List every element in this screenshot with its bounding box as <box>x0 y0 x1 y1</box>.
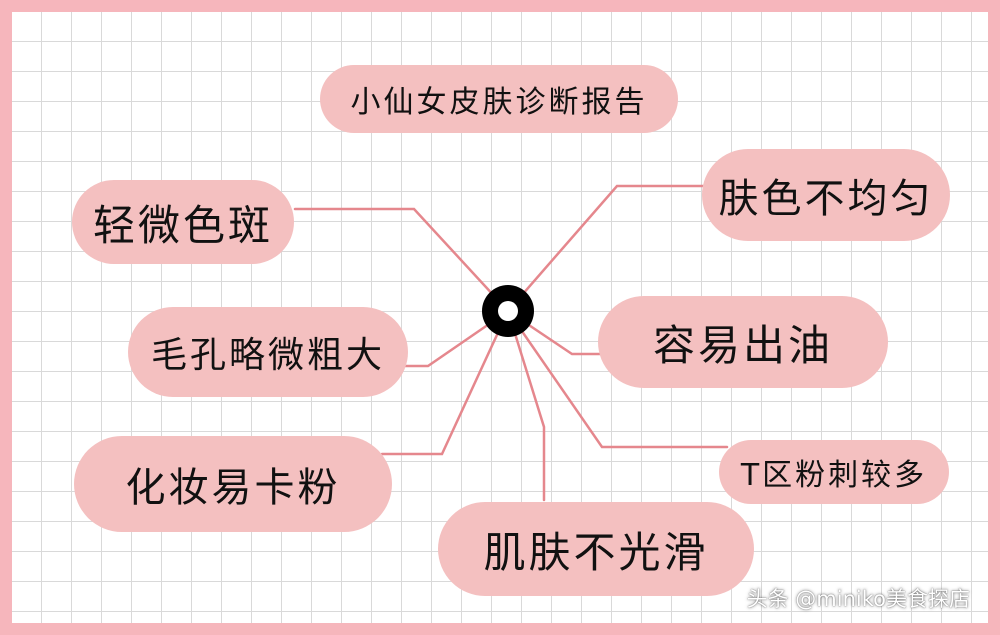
branch-label: 肌肤不光滑 <box>483 527 709 577</box>
title-pill: 小仙女皮肤诊断报告 <box>320 65 678 133</box>
branch-label: T区粉刺较多 <box>740 458 928 493</box>
connector-not-smooth <box>506 309 546 502</box>
center-node <box>482 285 534 337</box>
branch-makeup-cakey: 化妆易卡粉 <box>74 436 392 532</box>
connector-uneven-tone <box>506 184 709 313</box>
branch-oily: 容易出油 <box>598 296 888 388</box>
connector-enlarged-pores <box>403 309 510 368</box>
diagram-canvas: 小仙女皮肤诊断报告 轻微色斑 毛孔略微粗大 化妆易卡粉 肤色不均匀 容易出油 T… <box>12 12 988 623</box>
branch-enlarged-pores: 毛孔略微粗大 <box>128 307 408 397</box>
branch-t-zone-acne: T区粉刺较多 <box>719 440 949 504</box>
diagram-title: 小仙女皮肤诊断报告 <box>350 85 648 120</box>
branch-not-smooth: 肌肤不光滑 <box>438 502 754 596</box>
branch-light-spots: 轻微色斑 <box>72 180 294 264</box>
connector-t-zone-acne <box>506 309 729 449</box>
branch-label: 轻微色斑 <box>92 200 273 250</box>
branch-label: 毛孔略微粗大 <box>150 335 385 376</box>
connector-lines <box>293 184 729 502</box>
connector-makeup-cakey <box>380 309 510 456</box>
connector-light-spots <box>293 207 510 313</box>
branch-label: 容易出油 <box>652 320 833 370</box>
branch-uneven-tone: 肤色不均匀 <box>702 149 950 241</box>
branch-label: 化妆易卡粉 <box>125 465 341 511</box>
watermark: 头条 @miniko美食探店 <box>746 587 970 611</box>
branch-label: 肤色不均匀 <box>718 176 934 222</box>
